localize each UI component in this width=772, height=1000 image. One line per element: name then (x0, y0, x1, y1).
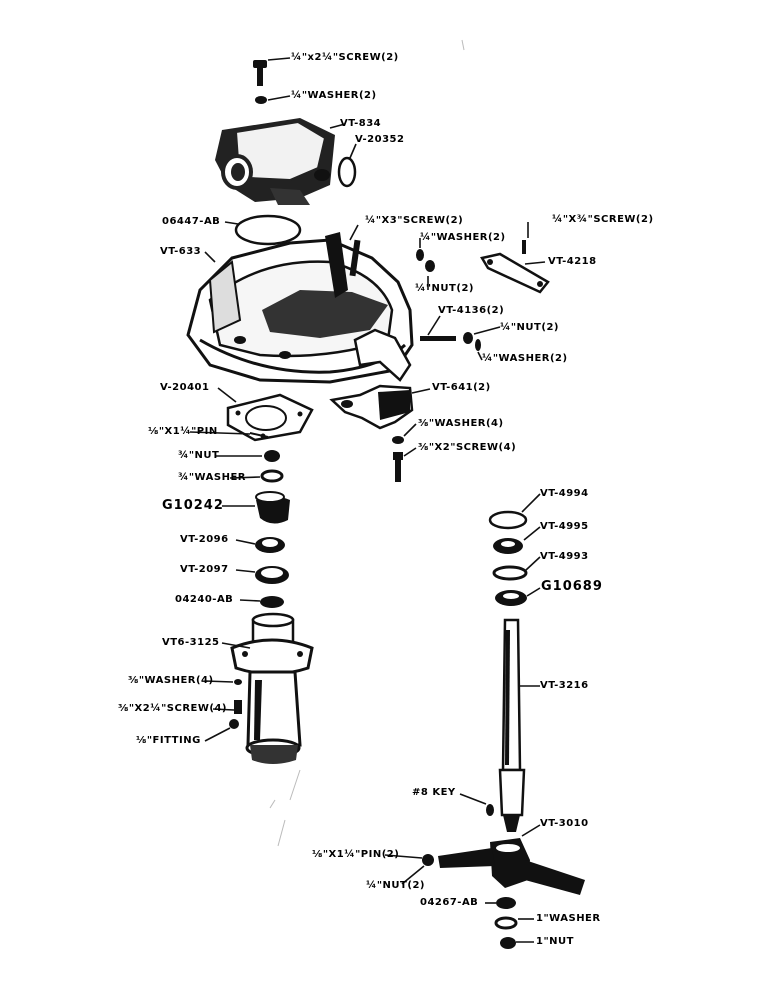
label-washer-1: 1"WASHER (536, 913, 601, 924)
oring-part (337, 156, 357, 188)
label-06447: 06447-AB (162, 216, 221, 227)
label-washer-left: ¾"WASHER (178, 472, 246, 483)
flange-gasket-part (226, 393, 314, 442)
label-vt641: VT-641(2) (432, 382, 491, 393)
label-vt6-3125: VT6-3125 (162, 637, 220, 648)
label-vt3216: VT-3216 (540, 680, 589, 691)
label-nut-mid: ¼"NUT(2) (415, 283, 474, 294)
stray-marks (269, 39, 465, 847)
dust-cap-part (488, 510, 528, 530)
bearing-cap-part (215, 118, 335, 205)
label-vt633: VT-633 (160, 246, 202, 257)
label-nut-right: ¼"NUT(2) (500, 322, 559, 333)
label-vt4993: VT-4993 (540, 551, 589, 562)
spindle-part (498, 618, 526, 832)
bottom-seal-part (496, 897, 516, 909)
right-washer-part (475, 339, 481, 351)
left-pin-part (249, 432, 269, 438)
bracket-washer-part (392, 436, 404, 444)
top-screw-part (253, 60, 267, 86)
label-screw-top: ¼"x2¼"SCREW(2) (291, 52, 399, 63)
bracket-screw-part (393, 452, 403, 482)
label-washer-top: ¼"WASHER(2) (291, 90, 377, 101)
spindle-housing-part (230, 612, 314, 764)
label-screw4-low: ⅜"X2¼"SCREW(4) (118, 703, 227, 714)
top-washer-part (255, 96, 267, 104)
bracket-part (329, 384, 414, 430)
label-nut-1: 1"NUT (536, 936, 574, 947)
label-fitting: ⅛"FITTING (136, 735, 201, 746)
bottom-washer-part (494, 916, 518, 930)
label-vt2096: VT-2096 (180, 534, 229, 545)
label-g10689: G10689 (541, 579, 603, 594)
upper-cup-part (492, 565, 528, 581)
left-washer-part (260, 469, 284, 483)
label-g10242: G10242 (162, 498, 224, 513)
label-04267: 04267-AB (420, 897, 479, 908)
label-washer4-low: ⅜"WASHER(4) (128, 675, 214, 686)
upper-seal-part (495, 590, 527, 606)
right-nut-part (463, 332, 473, 344)
bearing-cone-part (255, 537, 285, 553)
label-vt4994: VT-4994 (540, 488, 589, 499)
label-v20352: V-20352 (355, 134, 405, 145)
lower-nut-part (422, 854, 434, 866)
label-v20401: V-20401 (160, 382, 210, 393)
label-pin-low: ⅛"X1¼"PIN(2) (312, 849, 400, 860)
upper-cone-part (493, 538, 523, 554)
label-vt2097: VT-2097 (180, 564, 229, 575)
label-key: #8 KEY (412, 787, 456, 798)
link-bar-part (480, 252, 550, 294)
steering-arm-part (438, 838, 585, 895)
boot-part (255, 491, 290, 524)
mid-nut-part (425, 260, 435, 272)
label-screw4: ⅜"X2"SCREW(4) (418, 442, 517, 453)
label-nut-left: ¾"NUT (178, 450, 220, 461)
leader-lines (189, 57, 546, 943)
label-vt4995: VT-4995 (540, 521, 589, 532)
label-washer4: ⅜"WASHER(4) (418, 418, 504, 429)
label-04240: 04240-AB (175, 594, 234, 605)
label-washer-right: ¼"WASHER(2) (482, 353, 568, 364)
mid-screw-part (349, 239, 361, 277)
key-part (486, 804, 494, 816)
label-nut-low: ¼"NUT(2) (366, 880, 425, 891)
housing-washer-part (234, 679, 242, 685)
bearing-cup-part (255, 566, 289, 584)
label-pin-left: ⅛"X1¼"PIN (148, 426, 218, 437)
mid-washer-part (416, 249, 424, 261)
label-vt4136: VT-4136(2) (438, 305, 505, 316)
label-screw-right: ¼"X¾"SCREW(2) (552, 214, 654, 225)
right-screw-part (522, 240, 526, 254)
gasket-part (234, 214, 302, 246)
bottom-nut-part (500, 937, 516, 949)
housing-screw-part (234, 700, 242, 714)
pivot-pin-part (420, 336, 456, 341)
label-washer-mid: ¼"WASHER(2) (420, 232, 506, 243)
label-vt834: VT-834 (340, 118, 382, 129)
label-vt3010: VT-3010 (540, 818, 589, 829)
left-nut-part (264, 450, 280, 462)
housing-part (186, 232, 414, 384)
seal-part (260, 596, 284, 608)
label-vt4218: VT-4218 (548, 256, 597, 267)
label-screw-mid: ¼"X3"SCREW(2) (365, 215, 464, 226)
fitting-part (229, 719, 239, 729)
